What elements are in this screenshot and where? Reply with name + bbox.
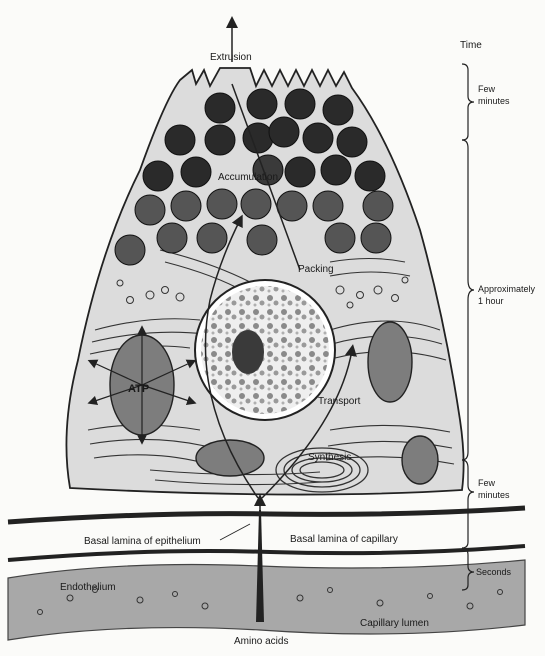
basal-lamina-epithelium [8, 508, 525, 522]
label-accumulation: Accumulation [218, 172, 278, 183]
timeline-stage3-line2: minutes [478, 490, 510, 500]
leader-basal-lamina-epithelium [220, 524, 250, 540]
label-capillary-lumen: Capillary lumen [360, 618, 429, 629]
timeline-stage2-line2: 1 hour [478, 296, 504, 306]
label-synthesis: Synthesis [308, 452, 351, 463]
timeline-stage1-line2: minutes [478, 96, 510, 106]
label-basal-lamina-epithelium: Basal lamina of epithelium [84, 536, 201, 547]
timeline-stage3-line1: Few [478, 478, 496, 488]
label-atp: ATP [128, 383, 149, 395]
label-basal-lamina-capillary: Basal lamina of capillary [290, 534, 398, 545]
label-packing: Packing [298, 264, 334, 275]
label-endothelium: Endothelium [60, 582, 116, 593]
label-transport: Transport [318, 396, 361, 407]
timeline-stage2-line1: Approximately [478, 284, 536, 294]
timeline-stage4: Seconds [476, 567, 512, 577]
endothelium-band [8, 560, 525, 640]
nucleolus [232, 330, 264, 374]
timeline-stage1-line1: Few [478, 84, 496, 94]
label-amino-acids: Amino acids [234, 636, 288, 647]
label-extrusion: Extrusion [210, 52, 252, 63]
nucleus [195, 280, 335, 420]
basal-lamina-capillary [8, 546, 525, 560]
timeline-heading: Time [460, 40, 482, 51]
